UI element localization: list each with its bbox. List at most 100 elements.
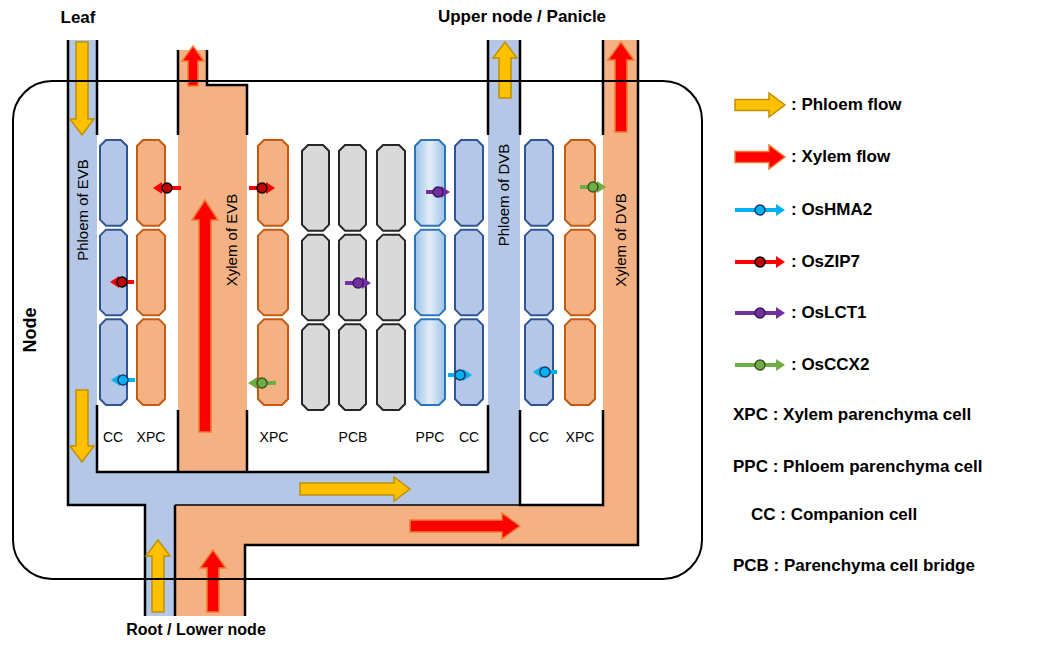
cell-label: XPC [566, 429, 595, 445]
cell-label: CC [103, 429, 123, 445]
bundle-outline [602, 40, 605, 135]
cell [377, 145, 405, 231]
xylem-flow-arrow [410, 513, 520, 539]
abbreviation-key: XPC : Xylem parenchyma cell [733, 405, 971, 425]
transporter-head [776, 204, 785, 216]
bundle-outline [519, 40, 522, 135]
transporter-head [776, 256, 785, 268]
organ-label: Upper node / Panicle [438, 7, 606, 27]
cell [455, 140, 483, 226]
cell [302, 324, 329, 410]
oshma2-symbol [735, 204, 785, 216]
legend-swatch [735, 256, 785, 268]
bundle-outline [246, 410, 249, 472]
cell [415, 230, 445, 316]
cell-label: PCB [339, 429, 368, 445]
phloem-band: Phloem of DVB [488, 110, 520, 280]
cell [455, 230, 483, 316]
oslct1-symbol [345, 277, 371, 289]
phloem-band: Phloem of EVB [68, 140, 97, 280]
cell [377, 324, 405, 410]
cell [258, 319, 288, 405]
cell [100, 230, 127, 316]
legend-swatch [735, 307, 785, 319]
transporter-circle [353, 278, 363, 288]
legend-label: : Xylem flow [791, 147, 890, 167]
bundle-outline [487, 40, 490, 135]
cell [339, 145, 366, 231]
xylem-flow-arrow [192, 200, 218, 432]
xylem-band-shape [175, 40, 638, 616]
phloem-flow-arrow [70, 42, 94, 135]
osccx2-symbol [580, 181, 606, 193]
legend-label: : Phloem flow [791, 95, 902, 115]
oshma2-symbol [111, 374, 135, 386]
node-outline: NodePhloem of EVBXylem of EVBPhloem of D… [12, 80, 703, 580]
oszip7-symbol [153, 182, 181, 194]
oszip7-symbol [735, 256, 785, 268]
bundle-outline [68, 40, 145, 616]
cell [100, 319, 127, 405]
cell-label: CC [459, 429, 479, 445]
abbreviation-key: PCB : Parenchyma cell bridge [733, 556, 975, 576]
transporter-circle [117, 277, 127, 287]
cell [525, 230, 553, 316]
cell-label: PPC [416, 429, 445, 445]
oszip7-symbol [249, 182, 275, 194]
transporter-circle [433, 187, 443, 197]
cell [525, 319, 553, 405]
cell [525, 140, 553, 226]
vessel-label: Xylem of DVB [612, 193, 629, 286]
cell [137, 230, 165, 316]
legend-label: : OsHMA2 [791, 200, 872, 220]
cell [415, 140, 445, 226]
transporter-head [248, 377, 257, 389]
phloem-flow-arrow [300, 477, 410, 501]
legend-swatch [735, 93, 785, 117]
legend-swatch [735, 359, 785, 371]
organ-label: Leaf [61, 8, 96, 28]
cell-label: CC [529, 429, 549, 445]
xylem-band-shape [178, 50, 247, 472]
legend-label: : OsLCT1 [791, 303, 867, 323]
oslct1-symbol [426, 186, 450, 198]
bundle-outline [520, 410, 603, 505]
transporter-head [776, 359, 785, 371]
abbreviation-key: CC : Companion cell [751, 505, 917, 525]
phloem-flow-arrow [70, 390, 94, 462]
legend-swatch [735, 145, 785, 169]
legend-label: : OsCCX2 [791, 355, 869, 375]
cell [415, 319, 445, 405]
abbreviation-key: PPC : Phloem parenchyma cell [733, 457, 982, 477]
bundle-outline [175, 504, 520, 506]
transporter-head [153, 182, 162, 194]
xylem-band: Xylem of DVB [603, 150, 638, 330]
bundle-outline [177, 410, 180, 472]
oszip7-symbol [110, 276, 134, 288]
transporter-head [776, 307, 785, 319]
cell [565, 230, 595, 316]
cell [377, 235, 405, 321]
phloem-flow-arrow [146, 540, 170, 612]
cell [339, 324, 366, 410]
cell [100, 140, 127, 226]
oslct1-symbol [735, 307, 785, 319]
oshma2-symbol [448, 369, 472, 381]
vessel-label: Phloem of DVB [495, 144, 512, 247]
bundle-outline [174, 505, 177, 616]
bundle-outline [177, 50, 180, 135]
transporter-circle [540, 367, 550, 377]
bundle-outline [207, 50, 247, 135]
xylem-flow-arrow [200, 550, 226, 612]
transporter-circle [118, 375, 128, 385]
organ-label: Root / Lower node [126, 621, 266, 639]
bundle-outline [96, 40, 99, 135]
cell [258, 140, 288, 226]
transporter-circle [257, 183, 267, 193]
legend-swatch [735, 204, 785, 216]
osccx2-symbol [735, 359, 785, 371]
oshma2-symbol [533, 366, 557, 378]
cell [339, 235, 366, 321]
transporter-circle [257, 378, 267, 388]
